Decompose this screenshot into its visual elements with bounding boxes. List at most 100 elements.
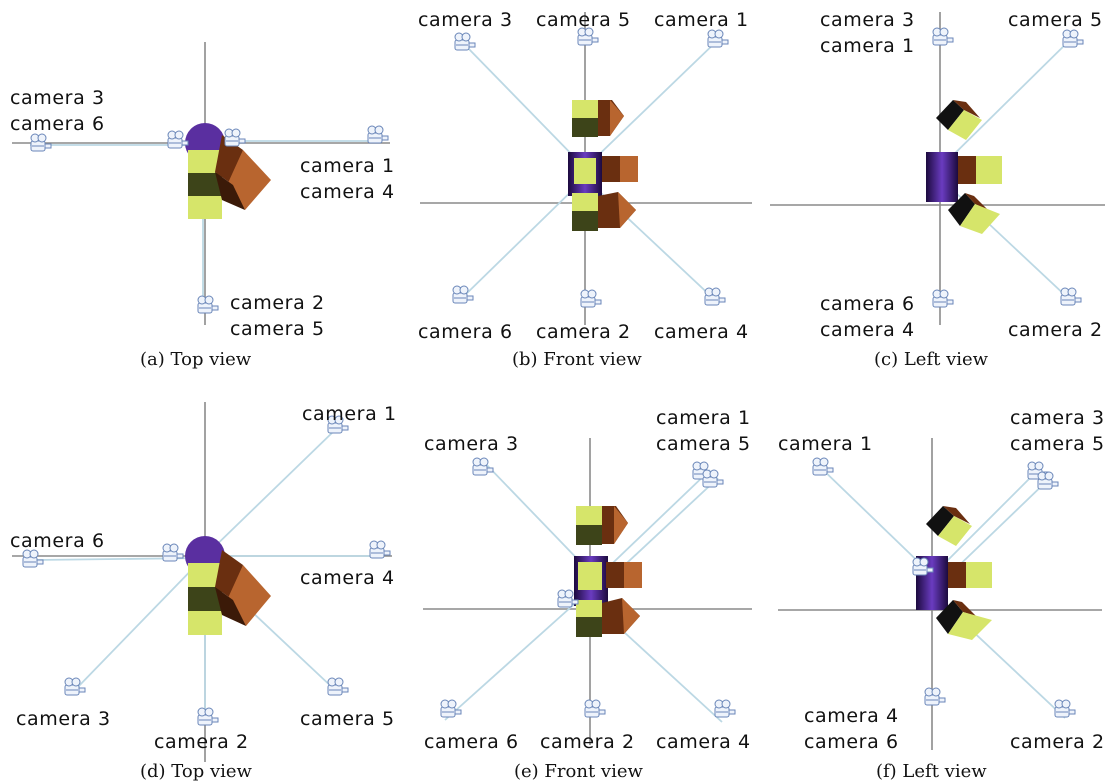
camera-label: camera 3 [424,433,519,455]
camera-icon [197,707,219,726]
camera-label: camera 6 [418,321,513,343]
panel-caption: (c) Left view [874,349,989,370]
scene-objects [185,123,271,219]
camera-icon [924,687,946,706]
scene-objects [916,506,992,640]
ray [945,477,1051,579]
ray [204,429,336,557]
brown-block [958,156,976,184]
brown-block [228,565,271,626]
camera-icon [167,130,189,149]
camera-icon [1060,287,1082,306]
panel-d: camera 1 camera 6 camera 4 camera 3 came… [10,402,397,782]
brown-block [215,587,246,626]
panel-caption: (d) Top view [140,761,253,782]
camera-label: camera 4 [654,321,749,343]
panel-caption: (b) Front view [512,349,642,370]
camera-label: camera 1 [654,9,749,31]
panel-b: camera 3 camera 5 camera 1 camera 6 came… [418,9,752,370]
cube-dark [948,193,975,226]
camera-label: camera 1 [302,403,397,425]
camera-icon [22,549,44,568]
camera-icon [932,27,954,46]
camera-label: camera 2 [230,292,325,314]
camera-label: camera 6 [10,530,105,552]
camera-icon [580,289,602,308]
camera-icon [367,125,389,144]
brown-block [228,150,271,210]
cube-light [576,600,602,618]
camera-label: camera 2 [1010,731,1105,753]
cube-light [574,158,596,184]
camera-icon [584,699,606,718]
cube-light [966,562,992,588]
ray [594,469,711,581]
camera-icon [369,540,391,559]
ray [74,555,206,691]
brown-block [622,598,640,634]
ray [817,464,933,576]
cube-light [938,516,972,546]
camera-label: camera 2 [540,731,635,753]
cube-dark [936,600,963,634]
camera-label: camera 1 [778,433,873,455]
camera-icon [162,543,184,562]
camera-icon [327,677,349,696]
camera-label: camera 4 [820,319,915,341]
camera-icon [454,32,476,51]
ray [939,467,1041,569]
cube-dark [572,211,598,231]
brown-block [602,156,620,182]
camera-label: camera 2 [536,321,631,343]
camera-icon [197,295,219,314]
cube-light [948,110,982,140]
ray [444,589,591,721]
brown-block [943,506,970,524]
ray [939,177,1069,299]
cube-dark [576,525,602,545]
camera-label: camera 3 [418,9,513,31]
camera-icon [714,699,736,718]
cube-dark [936,100,964,130]
scene-objects [185,536,271,635]
cube-dark [576,617,602,637]
ray [464,44,586,169]
camera-label: camera 4 [656,731,751,753]
camera-icon [1037,471,1059,490]
camera-label: camera 5 [1008,9,1103,31]
camera-label: camera 1 [820,35,915,57]
camera-label: camera 1 [656,407,751,429]
camera-icon [812,457,834,476]
cube-light [976,156,1002,184]
ray [584,37,721,169]
brown-block [215,172,245,210]
camera-label: camera 3 [16,708,111,730]
brown-block [953,600,976,616]
panel-a: camera 3 camera 6 camera 1 camera 4 came… [10,42,395,370]
cube-light [960,204,1000,234]
camera-icon [224,128,246,147]
camera-label: camera 3 [10,87,105,109]
brown-block [620,156,638,182]
panel-caption: (e) Front view [514,761,643,782]
scene-objects [574,506,642,637]
camera-label: camera 6 [820,293,915,315]
brown-block [614,506,628,544]
ray [481,459,591,573]
camera-label: camera 6 [424,731,519,753]
cube-light [188,196,222,219]
camera-label: camera 4 [804,705,899,727]
cube-light [572,193,598,212]
camera-label: camera 2 [1008,319,1103,341]
camera-label: camera 1 [300,155,395,177]
cube-dark [572,118,598,137]
camera-label: camera 5 [230,318,325,340]
cube-light [188,611,222,635]
camera-icon [1062,29,1084,48]
camera-icon [1054,699,1076,718]
camera-icon [472,457,494,476]
cube-light [578,562,602,590]
camera-label: camera 6 [804,731,899,753]
camera-label: camera 4 [300,181,395,203]
